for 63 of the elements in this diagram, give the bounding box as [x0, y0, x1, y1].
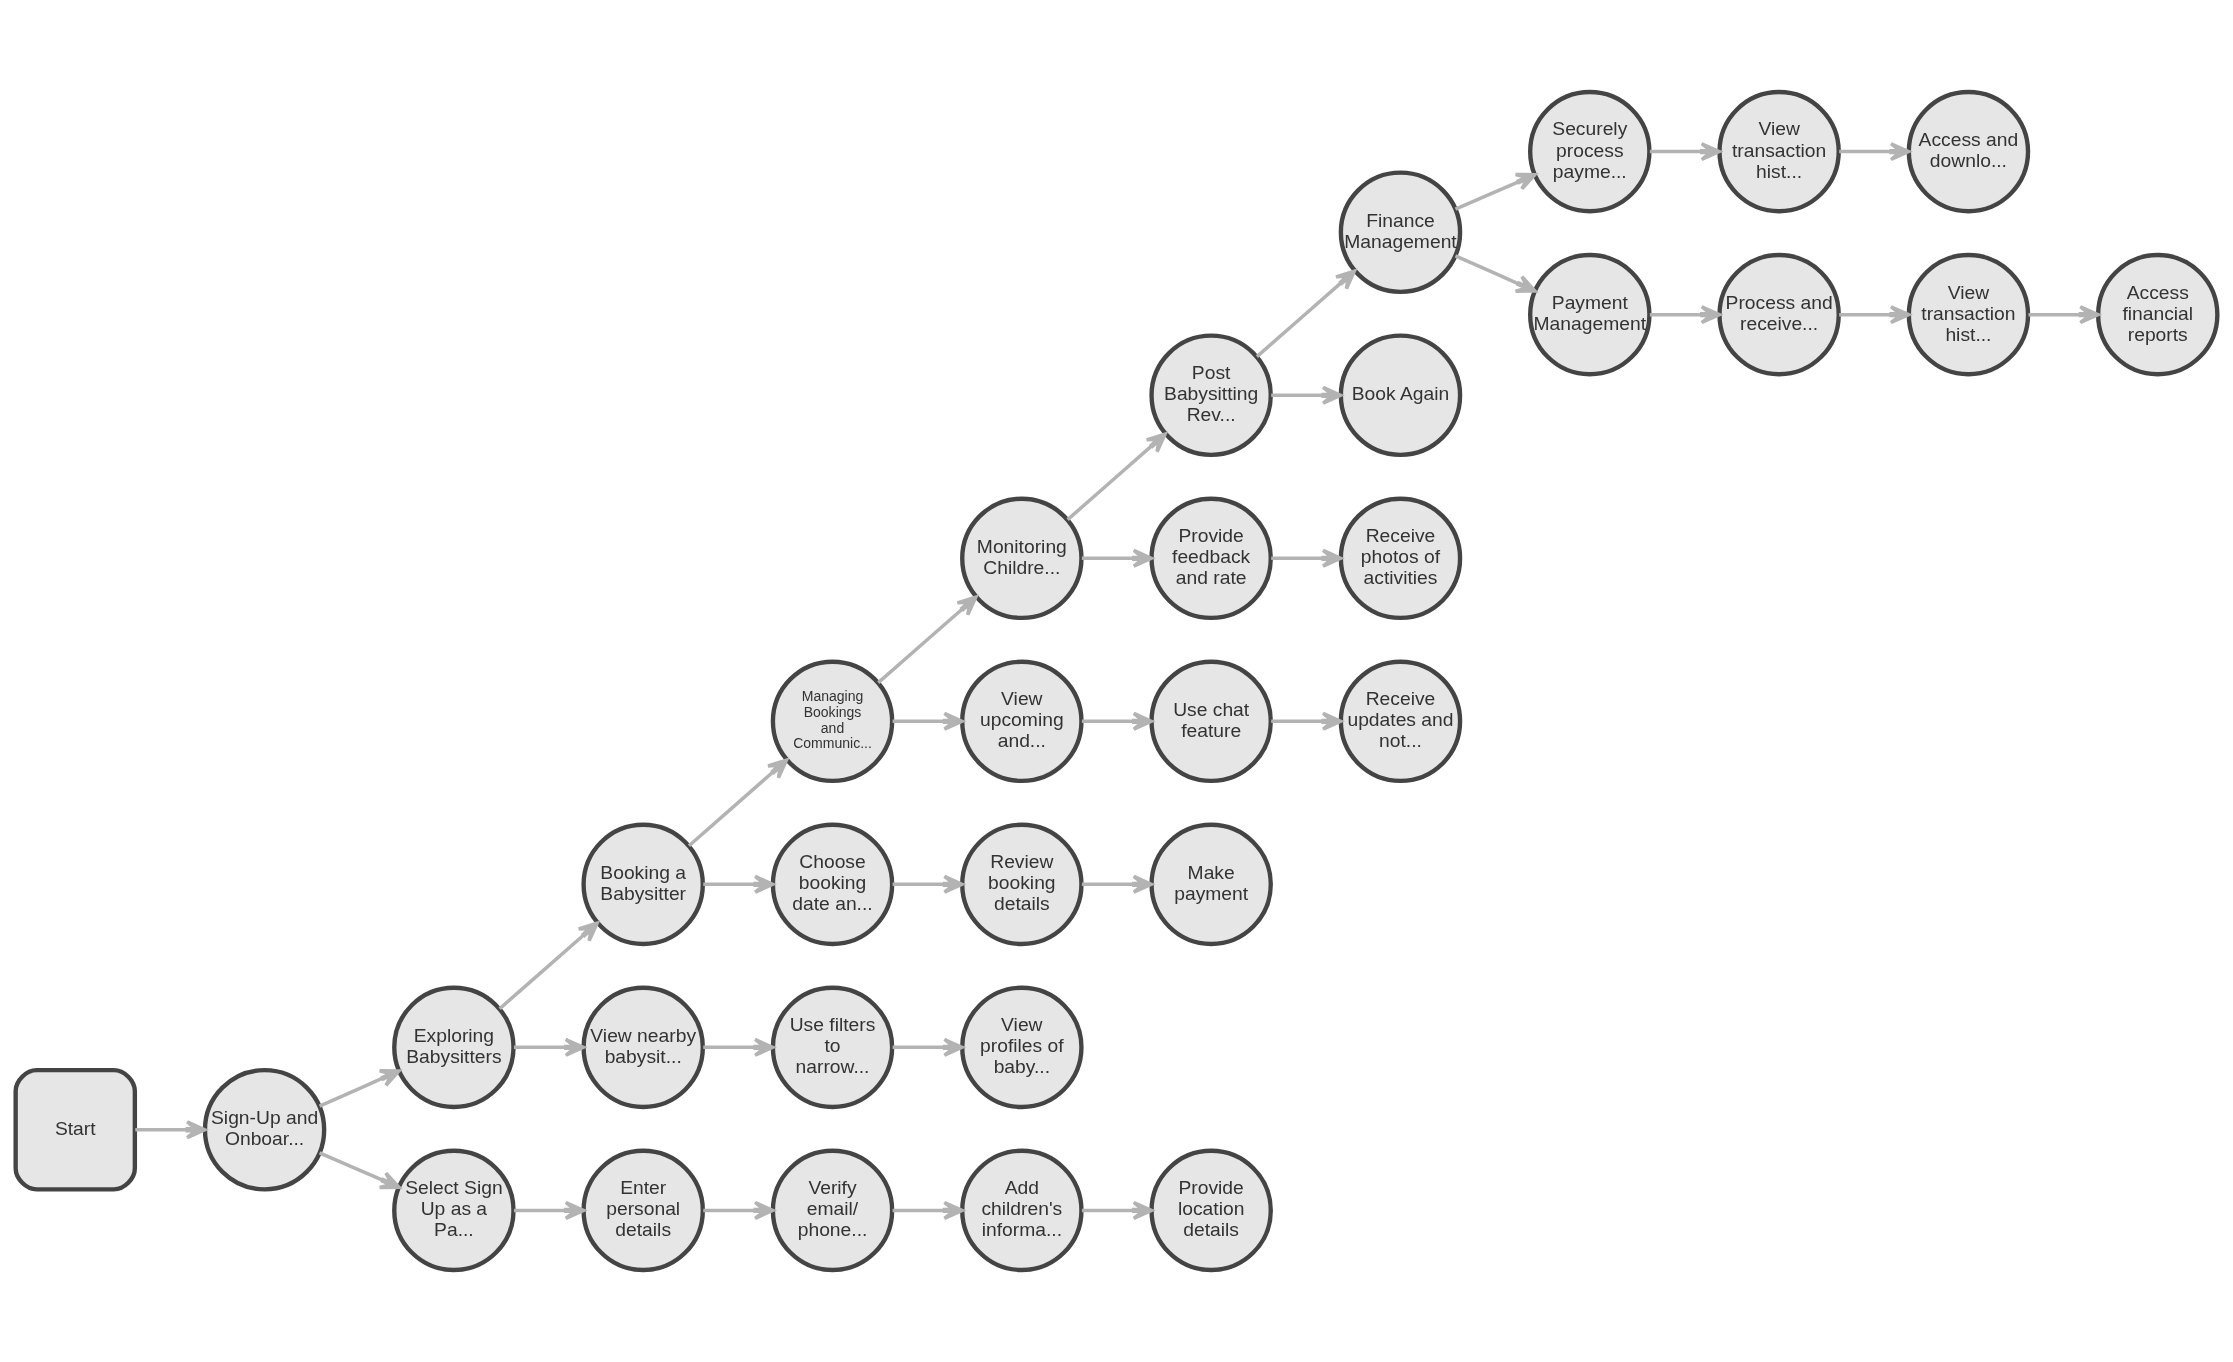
node-circle: Access and downlo... — [1906, 89, 2031, 214]
arrow — [1081, 548, 1154, 568]
arrow — [1649, 305, 1722, 325]
arrow — [1271, 711, 1343, 731]
arrow — [1454, 172, 1537, 211]
node-circle: Process and receive... — [1717, 252, 1841, 377]
arrow — [318, 1151, 401, 1190]
node-box: Start — [13, 1067, 138, 1192]
arrow — [513, 1037, 586, 1057]
node-circle: Add children's informa... — [960, 1148, 1084, 1273]
arrow — [703, 874, 775, 894]
arrow — [513, 1200, 586, 1221]
node-circle: Payment Management — [1528, 252, 1652, 377]
node-circle: Post Babysitting Rev... — [1149, 333, 1273, 458]
node-circle: Book Again — [1338, 333, 1463, 458]
node-circle: Receive updates and not... — [1338, 659, 1463, 784]
arrow — [892, 711, 964, 731]
node-circle: Exploring Babysitters — [392, 985, 516, 1110]
node-circle: Choose booking date an... — [770, 822, 895, 947]
node-circle: Monitoring Childre... — [960, 496, 1084, 621]
arrow — [703, 1200, 775, 1221]
arrow — [1066, 432, 1167, 521]
node-circle: Use chat feature — [1149, 659, 1273, 784]
arrow — [1839, 305, 1911, 325]
node-circle: Verify email/ phone... — [770, 1148, 895, 1273]
arrow — [892, 1200, 964, 1221]
node-circle: Provide feedback and rate — [1149, 496, 1273, 621]
arrow — [135, 1120, 207, 1140]
arrow — [687, 758, 789, 848]
arrow — [1271, 385, 1343, 405]
node-circle: Provide location details — [1149, 1148, 1273, 1273]
arrow — [1255, 269, 1357, 358]
node-circle: Receive photos of activities — [1338, 496, 1463, 621]
node-circle: Make payment — [1149, 822, 1273, 947]
arrow — [498, 921, 599, 1011]
arrow — [703, 1037, 775, 1057]
arrow — [1081, 1200, 1154, 1221]
node-circle: Access financial reports — [2095, 252, 2220, 377]
arrow — [892, 874, 964, 894]
node-circle: View transaction hist... — [1906, 252, 2031, 377]
arrow — [318, 1069, 401, 1108]
arrow — [1081, 874, 1154, 894]
arrow — [1081, 711, 1154, 731]
arrow — [1839, 141, 1911, 162]
node-circle: Managing Bookings and Communic... — [770, 659, 895, 784]
node-circle: Review booking details — [960, 822, 1084, 947]
arrow — [877, 595, 978, 684]
node-circle: Finance Management — [1338, 170, 1463, 295]
node-circle: View nearby babysit... — [581, 985, 705, 1110]
node-circle: Booking a Babysitter — [581, 822, 705, 947]
node-circle: View transaction hist... — [1717, 89, 1841, 214]
arrow — [1454, 254, 1537, 293]
node-circle: Sign-Up and Onboar... — [202, 1067, 327, 1192]
arrow — [892, 1037, 964, 1057]
node-circle: View profiles of baby... — [960, 985, 1084, 1110]
node-circle: Use filters to narrow... — [770, 985, 895, 1110]
arrow — [1649, 141, 1722, 162]
arrow — [1271, 548, 1343, 568]
node-circle: Enter personal details — [581, 1148, 705, 1273]
arrow — [2028, 305, 2100, 325]
node-circle: View upcoming and... — [960, 659, 1084, 784]
node-circle: Securely process payme... — [1528, 89, 1652, 214]
node-circle: Select Sign Up as a Pa... — [392, 1148, 516, 1273]
